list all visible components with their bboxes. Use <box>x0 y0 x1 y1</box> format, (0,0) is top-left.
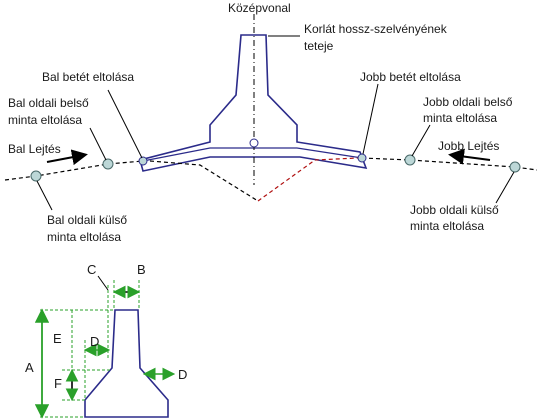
node-right-inner <box>404 154 416 166</box>
dim-f-label: F <box>54 376 62 391</box>
label-left-insert: Bal betét eltolása <box>42 70 134 84</box>
node-left-outer <box>30 170 42 182</box>
label-left-outer-2: minta eltolása <box>47 230 121 244</box>
left-slope-arrow <box>46 149 88 166</box>
dim-b-label: B <box>137 262 146 277</box>
dim-e-label: E <box>53 331 62 346</box>
label-top-2: teteje <box>304 39 334 53</box>
leader-left-insert <box>107 89 143 159</box>
label-right-slope: Jobb Lejtés <box>438 139 499 153</box>
label-left-inner-1: Bal oldali belső <box>8 96 89 110</box>
node-left-inner <box>102 158 114 170</box>
label-left-outer-1: Bal oldali külső <box>47 213 127 227</box>
dim-a-label: A <box>25 360 34 375</box>
subgrade-left <box>149 160 259 202</box>
label-top-1: Korlát hossz-szelvényének <box>304 22 448 36</box>
leader-right-outer <box>495 171 515 204</box>
profile-outline <box>84 309 169 418</box>
dim-c-label: C <box>87 262 96 277</box>
node-right-outer <box>509 161 521 173</box>
label-centerline: Középvonal <box>228 1 291 15</box>
leader-c <box>97 275 109 291</box>
label-right-inner-1: Jobb oldali belső <box>423 95 513 109</box>
leader-left-inner <box>89 127 107 161</box>
label-left-inner-2: minta eltolása <box>8 113 82 127</box>
leader-left-outer <box>36 180 53 211</box>
barrier-outline <box>139 34 368 172</box>
label-left-slope: Bal Lejtés <box>8 142 61 156</box>
node-center <box>249 138 259 148</box>
label-right-outer-2: minta eltolása <box>410 219 484 233</box>
label-right-outer-1: Jobb oldali külső <box>410 203 499 217</box>
label-right-insert: Jobb betét eltolása <box>360 70 461 84</box>
label-right-inner-2: minta eltolása <box>423 111 497 125</box>
leader-right-inner <box>411 124 431 157</box>
leader-right-insert <box>362 83 379 155</box>
ground-line-left <box>4 160 144 181</box>
node-left-insert <box>138 156 148 166</box>
subgrade-right <box>257 157 359 202</box>
node-right-insert <box>357 153 367 163</box>
right-slope-arrow <box>448 148 491 165</box>
dim-d-inner-label: D <box>90 334 99 349</box>
dim-d-outer-label: D <box>178 367 187 382</box>
